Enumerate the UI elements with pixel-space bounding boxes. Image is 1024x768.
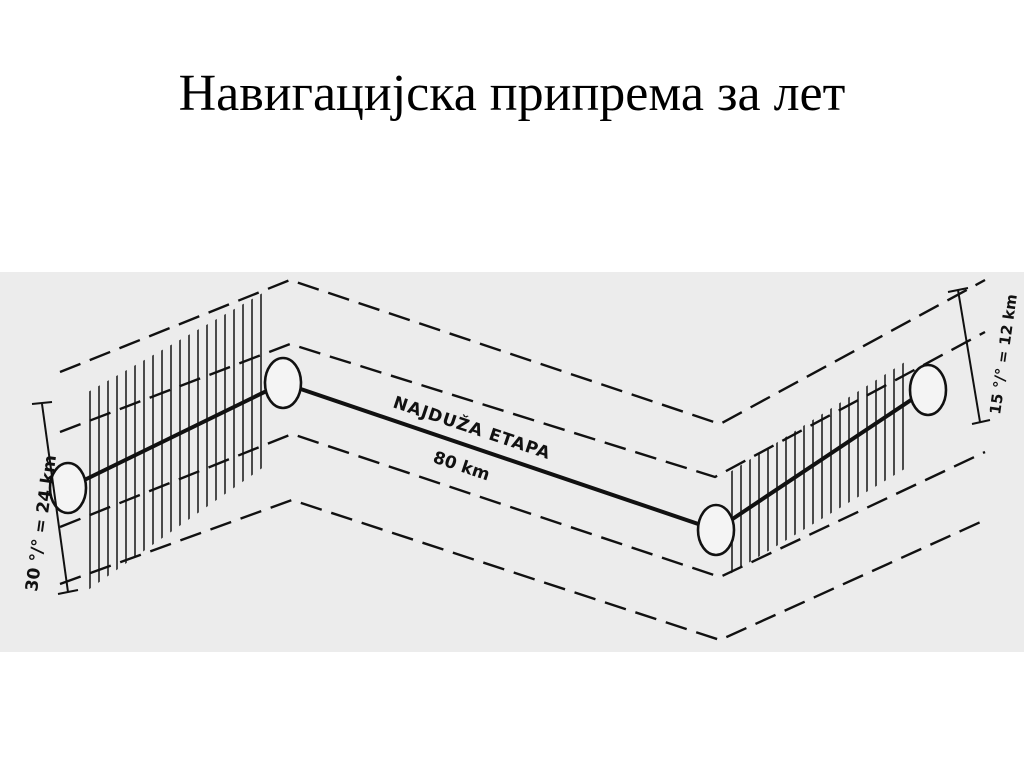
waypoint-3 (696, 503, 736, 557)
route-diagram-svg: 30 °/° = 24 km 15 °/° = 12 km NAJDUŽA ET… (0, 272, 1024, 652)
route-line (67, 380, 928, 533)
waypoint-end (908, 363, 948, 417)
corridor-outer-bottom (59, 498, 986, 642)
slide-title: Навигацијска припрема за лет (178, 65, 846, 122)
waypoint-start (48, 461, 88, 515)
corridor-inner-top (59, 330, 986, 479)
corridor-boundaries (59, 278, 986, 642)
corridor-inner-bottom (59, 432, 986, 579)
waypoints (48, 356, 948, 557)
corridor-outer-top (59, 278, 986, 426)
waypoint-2 (263, 356, 303, 410)
right-dimension (947, 287, 991, 425)
route-diagram: 30 °/° = 24 km 15 °/° = 12 km NAJDUŽA ET… (0, 272, 1024, 652)
left-dimension (31, 401, 79, 595)
